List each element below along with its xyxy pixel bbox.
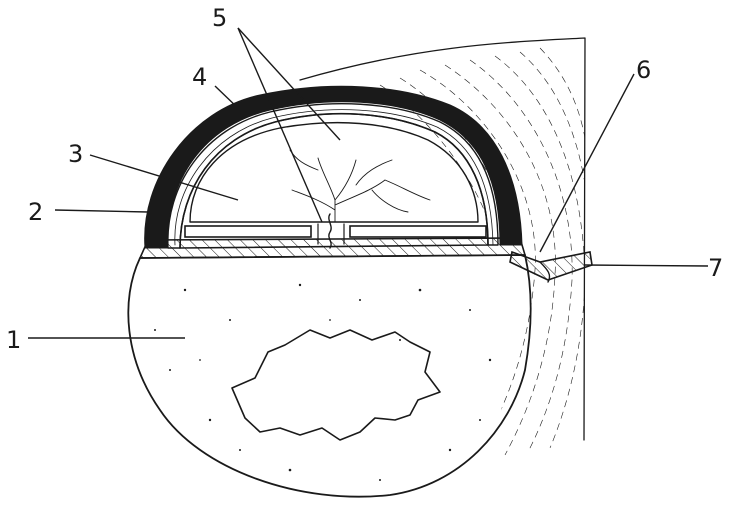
outer-dark-layer — [144, 85, 523, 249]
leader-5a — [237, 27, 323, 223]
leader-7 — [584, 264, 709, 267]
label-6: 6 — [636, 56, 651, 84]
base-plates — [184, 213, 487, 249]
label-7: 7 — [708, 254, 723, 282]
lower-body — [127, 254, 532, 498]
label-3: 3 — [68, 140, 83, 168]
label-4: 4 — [192, 63, 207, 91]
leader-3 — [89, 154, 239, 201]
leader-5b — [237, 27, 341, 141]
label-1: 1 — [6, 326, 21, 354]
strap — [509, 250, 593, 283]
branching-vessels — [289, 149, 431, 223]
leader-2 — [54, 209, 149, 213]
label-5: 5 — [212, 4, 227, 32]
leader-lines — [28, 27, 709, 339]
central-cavity — [231, 329, 441, 441]
inner-core — [179, 112, 489, 249]
label-2: 2 — [28, 198, 43, 226]
labels: 1 2 3 4 5 6 7 — [6, 4, 723, 354]
leader-4 — [214, 85, 241, 111]
body-speckles — [154, 283, 492, 481]
leader-6 — [539, 73, 635, 253]
